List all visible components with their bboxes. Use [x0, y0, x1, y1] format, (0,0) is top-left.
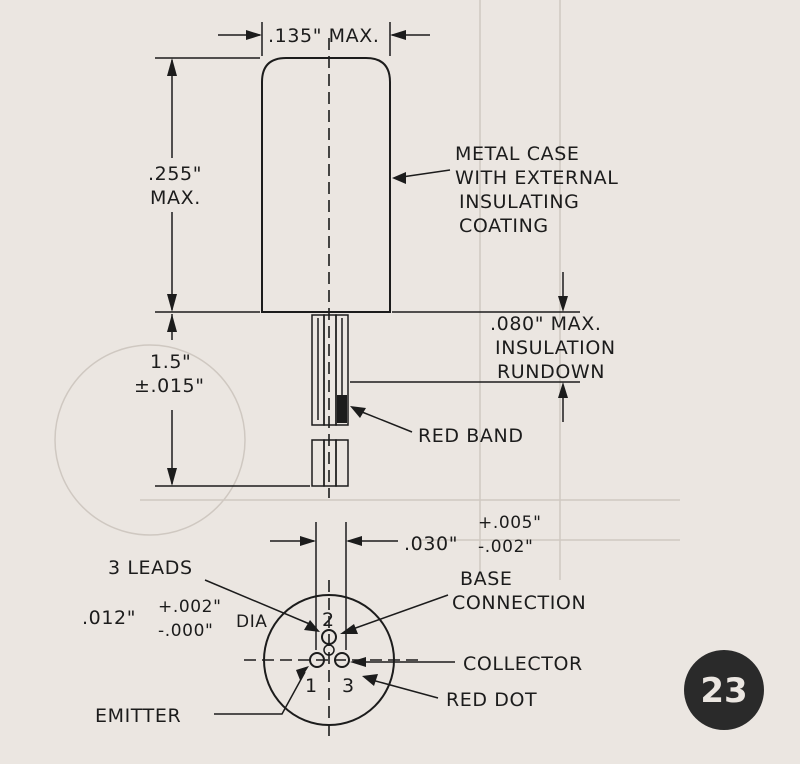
- case-height-value: .255": [148, 163, 202, 185]
- collector-arrowhead: [350, 657, 366, 667]
- case-height-dimension: [155, 57, 260, 313]
- page-number-badge: [684, 650, 764, 730]
- pin-2-number: 2: [322, 609, 335, 631]
- lead-dia-value: .012": [82, 607, 136, 629]
- lead-spacing-tol-plus: +.005": [478, 513, 542, 533]
- metal-case-line2: WITH EXTERNAL: [455, 167, 618, 189]
- three-leads-leader: [204, 579, 313, 626]
- red-band-label: RED BAND: [418, 425, 524, 447]
- base-leader: [349, 594, 449, 631]
- base-arrowhead: [340, 624, 358, 634]
- lead-length-dimension: [155, 314, 310, 487]
- lead-length-value: 1.5": [150, 351, 191, 373]
- red-band-leader: [361, 411, 413, 433]
- lead-dia-tol-plus: +.002": [158, 597, 222, 617]
- red-band-arrowhead: [350, 406, 366, 418]
- metal-case-line1: METAL CASE: [455, 143, 579, 165]
- emitter-arrowhead: [296, 666, 309, 680]
- red-dot-arrowhead: [362, 674, 378, 686]
- metal-case-line4: COATING: [459, 215, 549, 237]
- lead-dia-suffix: DIA: [236, 612, 268, 632]
- collector-label: COLLECTOR: [463, 653, 583, 675]
- metal-case-arrowhead: [392, 172, 406, 184]
- pin-1-number: 1: [305, 675, 318, 697]
- pin-3-number: 3: [342, 675, 355, 697]
- red-band-mark: [337, 395, 347, 423]
- pin-2-base: [321, 629, 337, 645]
- three-leads-arrowhead: [304, 620, 320, 632]
- leads: [311, 314, 349, 487]
- metal-case-line3: INSULATING: [459, 191, 579, 213]
- case-width-label: .135" MAX.: [268, 25, 380, 47]
- lead-length-tolerance: ±.015": [134, 375, 205, 397]
- emitter-leader: [214, 671, 306, 715]
- pin-center: [323, 644, 335, 656]
- page-number: 23: [700, 671, 747, 711]
- metal-case-outline: [261, 57, 391, 313]
- insulation-line2: INSULATION: [495, 337, 616, 359]
- lead-spacing-value: .030": [404, 533, 458, 555]
- case-width-dimension: [218, 22, 430, 56]
- insulation-line1: .080" MAX.: [490, 313, 602, 335]
- three-leads-label: 3 LEADS: [108, 557, 193, 579]
- emitter-label: EMITTER: [95, 705, 181, 727]
- pin-3-collector: [334, 652, 350, 668]
- red-dot-label: RED DOT: [446, 689, 537, 711]
- background-show-through: [54, 0, 680, 580]
- lead-dia-tol-minus: -.000": [158, 621, 213, 641]
- base-label-line1: BASE: [460, 568, 513, 590]
- pin-1-emitter: [309, 652, 325, 668]
- insulation-rundown-dimension: [350, 272, 580, 422]
- red-dot-leader: [371, 679, 439, 699]
- insulation-line3: RUNDOWN: [497, 361, 605, 383]
- lead-spacing-tol-minus: -.002": [478, 537, 533, 557]
- case-height-qualifier: MAX.: [150, 187, 201, 209]
- base-label-line2: CONNECTION: [452, 592, 586, 614]
